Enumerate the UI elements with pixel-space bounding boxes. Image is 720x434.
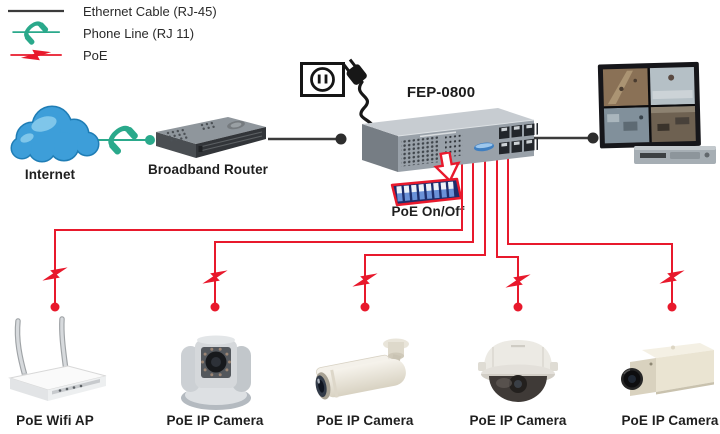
dip-switch-icon bbox=[390, 177, 463, 207]
device-label: PoE IP Camera bbox=[316, 413, 414, 428]
power-plug-icon bbox=[342, 58, 375, 128]
router-vents bbox=[166, 128, 188, 142]
ethernet-line-sample bbox=[8, 9, 64, 13]
internet-label: Internet bbox=[24, 167, 76, 182]
router-label: Broadband Router bbox=[147, 162, 269, 177]
phone-line-sample bbox=[12, 17, 60, 46]
phone-connection bbox=[90, 120, 155, 156]
nvr-device bbox=[634, 146, 716, 164]
box-ip-camera-device bbox=[621, 343, 714, 396]
poe-bolts bbox=[41, 260, 686, 312]
internet-cloud-icon bbox=[10, 105, 100, 163]
router-emblem bbox=[227, 120, 245, 130]
switch-model-label: FEP-0800 bbox=[406, 84, 476, 101]
dip-switch-label: PoE On/Off bbox=[391, 204, 465, 219]
poe-connector-dot bbox=[50, 302, 60, 312]
poe-connector-dot bbox=[513, 302, 523, 312]
poe-connector-dot bbox=[360, 302, 370, 312]
poe-line-1 bbox=[54, 150, 463, 304]
poe-switch-device bbox=[362, 108, 538, 172]
switch-print-line bbox=[420, 131, 456, 138]
legend-item-phone: Phone Line (RJ 11) bbox=[6, 17, 217, 46]
power-outlet-icon bbox=[300, 62, 345, 97]
poe-line-sample bbox=[10, 42, 62, 68]
legend-label: Phone Line (RJ 11) bbox=[83, 25, 195, 41]
legend-item-poe: PoE bbox=[6, 42, 217, 68]
device-label: PoE Wifi AP bbox=[16, 413, 94, 428]
switch-vent-grid bbox=[401, 136, 438, 167]
phone-connector-dot bbox=[145, 135, 155, 145]
ethernet-router-to-switch bbox=[268, 133, 347, 145]
device-label: PoE IP Camera bbox=[166, 413, 264, 428]
poe-connector-dot bbox=[210, 302, 220, 312]
ir-led-ring bbox=[201, 347, 231, 377]
dome-ip-camera-device bbox=[478, 340, 558, 402]
ethernet-connector-dot bbox=[587, 132, 599, 144]
device-label: PoE IP Camera bbox=[621, 413, 719, 428]
phone-handset-icon bbox=[103, 120, 140, 156]
ethernet-switch-to-monitor bbox=[528, 132, 599, 144]
broadband-router-device bbox=[156, 117, 266, 158]
legend-label: PoE bbox=[83, 47, 108, 63]
surveillance-monitor-device bbox=[597, 61, 716, 164]
legend-item-ethernet: Ethernet Cable (RJ-45) bbox=[6, 0, 217, 22]
bullet-ip-camera-device bbox=[315, 338, 409, 400]
wifi-ap-device bbox=[8, 316, 107, 401]
cctv-quadrant-2 bbox=[649, 66, 695, 106]
router-vents bbox=[200, 121, 215, 130]
legend-label: Ethernet Cable (RJ-45) bbox=[83, 3, 217, 19]
power-cord bbox=[358, 80, 375, 128]
device-label: PoE IP Camera bbox=[469, 413, 567, 428]
ptz-ip-camera-device bbox=[181, 335, 251, 410]
ethernet-connector-dot bbox=[335, 133, 347, 145]
cctv-quadrant-4 bbox=[650, 105, 696, 143]
legend: Ethernet Cable (RJ-45) Phone Line (RJ 11… bbox=[6, 0, 217, 68]
dip-switch-toggles bbox=[396, 181, 455, 202]
down-arrow-icon bbox=[433, 152, 461, 183]
poe-connector-dot bbox=[667, 302, 677, 312]
